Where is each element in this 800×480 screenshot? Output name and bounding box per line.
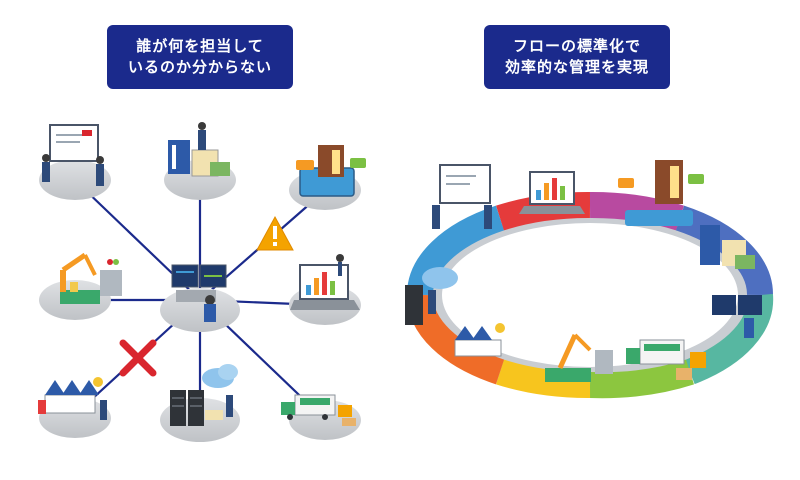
left-title-line-2: いるのか分からない [127, 58, 272, 76]
solar-factory-icon [38, 377, 107, 420]
ring-solar-factory-icon [454, 323, 505, 357]
logistics-truck-icon [281, 394, 356, 426]
ring-robot-arm-icon [545, 333, 613, 382]
tablet-chat-icon [296, 145, 366, 197]
ring-server-cloud-icon [405, 267, 458, 325]
left-network-diagram [38, 122, 366, 442]
whiteboard-meeting-icon [42, 124, 104, 186]
cross-mark-icon [119, 339, 157, 377]
warning-triangle-icon [256, 215, 294, 251]
ring-truck-forklift-icon [626, 339, 706, 380]
right-title-box: フローの標準化で 効率的な管理を実現 [484, 25, 670, 89]
ring-tablet-chat-icon [618, 160, 704, 226]
ring-whiteboard-icon [432, 164, 492, 229]
right-title-line-1: フローの標準化で [512, 37, 641, 55]
ring-operator-icon [712, 295, 762, 338]
left-title-line-1: 誰が何を担当して [136, 37, 264, 55]
laptop-analytics-icon [290, 254, 360, 310]
server-cloud-icon [170, 364, 238, 426]
right-ring-diagram [405, 160, 774, 399]
central-operator-icon [171, 264, 227, 322]
ring-documents-icon [700, 225, 755, 269]
robot-arm-icon [60, 252, 122, 304]
ring-laptop-analytics-icon [519, 171, 585, 214]
right-title-line-2: 効率的な管理を実現 [504, 58, 649, 76]
left-title-box: 誰が何を担当して いるのか分からない [107, 25, 293, 89]
documents-finance-icon [168, 122, 230, 177]
